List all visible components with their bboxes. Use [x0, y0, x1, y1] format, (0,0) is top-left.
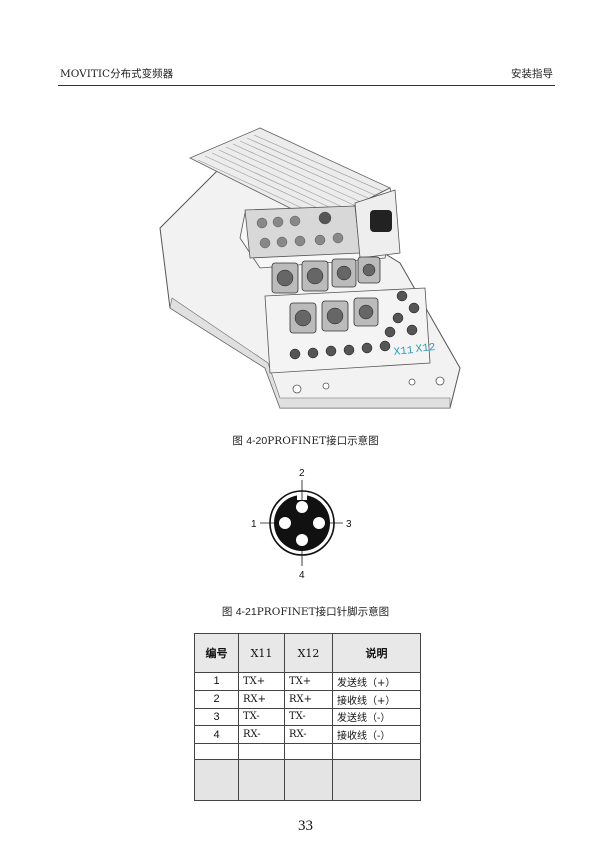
device-illustration: X11 X12: [159, 127, 461, 409]
table-row-shaded: [194, 758, 421, 802]
figure-4-21-text: PROFINET接口针脚示意图: [256, 606, 390, 618]
cell-x11: RX+: [238, 689, 285, 709]
cell-x12: TX+: [284, 672, 333, 691]
cell-number: 3: [194, 707, 239, 727]
table-row: 3 TX- TX- 发送线（-）: [194, 707, 421, 727]
figure-4-20-number: 4-20: [246, 435, 268, 447]
pin-1: [279, 517, 291, 529]
cell-description: 接收线（+）: [332, 689, 421, 709]
figure-4-21-caption: 图 4-21PROFINET接口针脚示意图: [0, 604, 611, 619]
pin-4: [296, 534, 308, 546]
cell-x12: RX+: [284, 689, 333, 709]
connector-body: [274, 495, 330, 551]
figure-4-20-caption: 图 4-20PROFINET接口示意图: [0, 433, 611, 448]
cell-number: 2: [194, 689, 239, 709]
cell-number: 1: [194, 672, 239, 691]
table-row: 2 RX+ RX+ 接收线（+）: [194, 689, 421, 709]
header-section: 安装指导: [511, 68, 553, 80]
port-label-x11: X11: [393, 345, 414, 359]
header-description: 说明: [332, 633, 421, 673]
heatsink-fins: [189, 127, 391, 224]
page-number: 33: [298, 818, 313, 834]
header-title: MOVITIC分布式变频器: [60, 68, 174, 80]
pin-label-2: 2: [299, 468, 305, 479]
cell-x11: TX+: [238, 672, 285, 691]
pinout-diagram: 2 1 3 4: [251, 468, 352, 581]
table-row-empty: [194, 743, 421, 760]
figure-4-20-text: PROFINET接口示意图: [267, 435, 379, 447]
pin-assignment-table: 编号 X11 X12 说明 1 TX+ TX+ 发送线（+） 2 RX+ RX+…: [194, 633, 421, 802]
header-x12: X12: [284, 633, 333, 673]
cell-x12: RX-: [284, 725, 333, 745]
pin-label-3: 3: [346, 519, 352, 530]
pin-label-4: 4: [299, 570, 305, 581]
cell-description: 发送线（+）: [332, 672, 421, 691]
figure-4-21-number: 4-21: [235, 606, 257, 618]
table-row: 4 RX- RX- 接收线（-）: [194, 725, 421, 745]
pin-label-1: 1: [251, 519, 257, 530]
figure-4-21-prefix: 图: [221, 606, 233, 618]
table-header-row: 编号 X11 X12 说明: [194, 633, 421, 673]
table-row: 1 TX+ TX+ 发送线（+）: [194, 672, 421, 691]
figure-4-20-prefix: 图: [232, 435, 243, 447]
port-label-x12: X12: [415, 342, 436, 356]
cell-x11: TX-: [238, 707, 285, 727]
header-number: 编号: [194, 633, 239, 673]
cell-number: 4: [194, 725, 239, 745]
header-rule: [58, 85, 555, 86]
cell-x11: RX-: [238, 725, 285, 745]
pin-3: [313, 517, 325, 529]
cell-description: 发送线（-）: [332, 707, 421, 727]
header-x11: X11: [238, 633, 285, 673]
cell-description: 接收线（-）: [332, 725, 421, 745]
cell-x12: TX-: [284, 707, 333, 727]
pin-2: [296, 501, 308, 513]
